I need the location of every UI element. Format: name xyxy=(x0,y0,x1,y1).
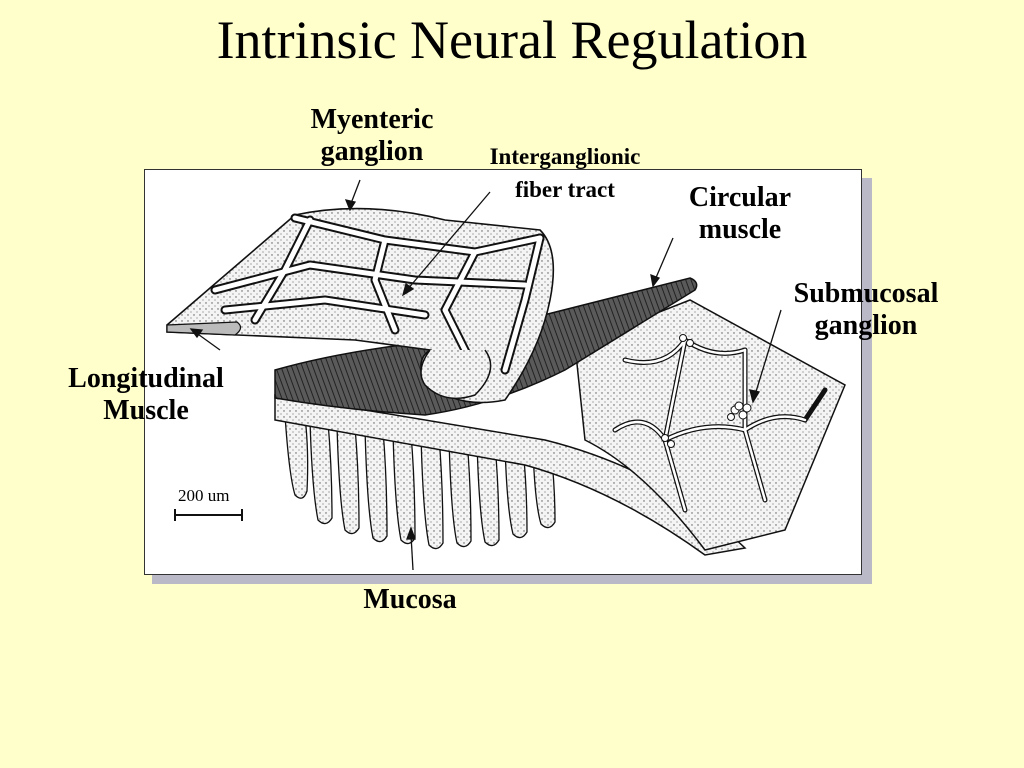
scale-bar-label: 200 um xyxy=(178,486,230,505)
myenteric-label-line2: ganglion xyxy=(320,136,424,168)
submucosal-ganglion-cells xyxy=(661,334,752,448)
folded-edge xyxy=(420,349,492,400)
gut-wall-drawing xyxy=(166,179,846,571)
gut-wall-illustration: 200 um xyxy=(144,169,862,575)
interganglionic-label-line1: Interganglionic xyxy=(489,144,641,169)
submucosal-ganglion-label: Submucosal ganglion xyxy=(772,278,960,342)
slide-title: Intrinsic Neural Regulation xyxy=(216,10,808,70)
interganglionic-label-line2: fiber tract xyxy=(515,177,615,203)
scale-bar xyxy=(174,509,243,521)
myenteric-ganglion-label: Myenteric ganglion xyxy=(292,104,452,168)
circular-label-line1: Circular xyxy=(688,182,792,213)
longitudinal-label-line2: Muscle xyxy=(103,395,189,427)
circular-muscle-label: Circular muscle xyxy=(670,182,810,246)
submucosal-label-line1: Submucosal xyxy=(793,278,939,309)
submucosal-label-line2: ganglion xyxy=(814,310,918,342)
pointer-lines xyxy=(189,179,782,571)
circular-label-line2: muscle xyxy=(698,214,782,246)
mucosa-villi xyxy=(284,414,556,550)
myenteric-label-line1: Myenteric xyxy=(310,104,434,135)
submucosa-layer xyxy=(274,394,747,556)
longitudinal-label-line1: Longitudinal xyxy=(68,363,224,394)
longitudinal-muscle-label: Longitudinal Muscle xyxy=(44,363,248,427)
interganglionic-fiber-tract-label: Interganglionic fiber tract xyxy=(465,140,665,207)
mucosa-label: Mucosa xyxy=(363,584,457,615)
